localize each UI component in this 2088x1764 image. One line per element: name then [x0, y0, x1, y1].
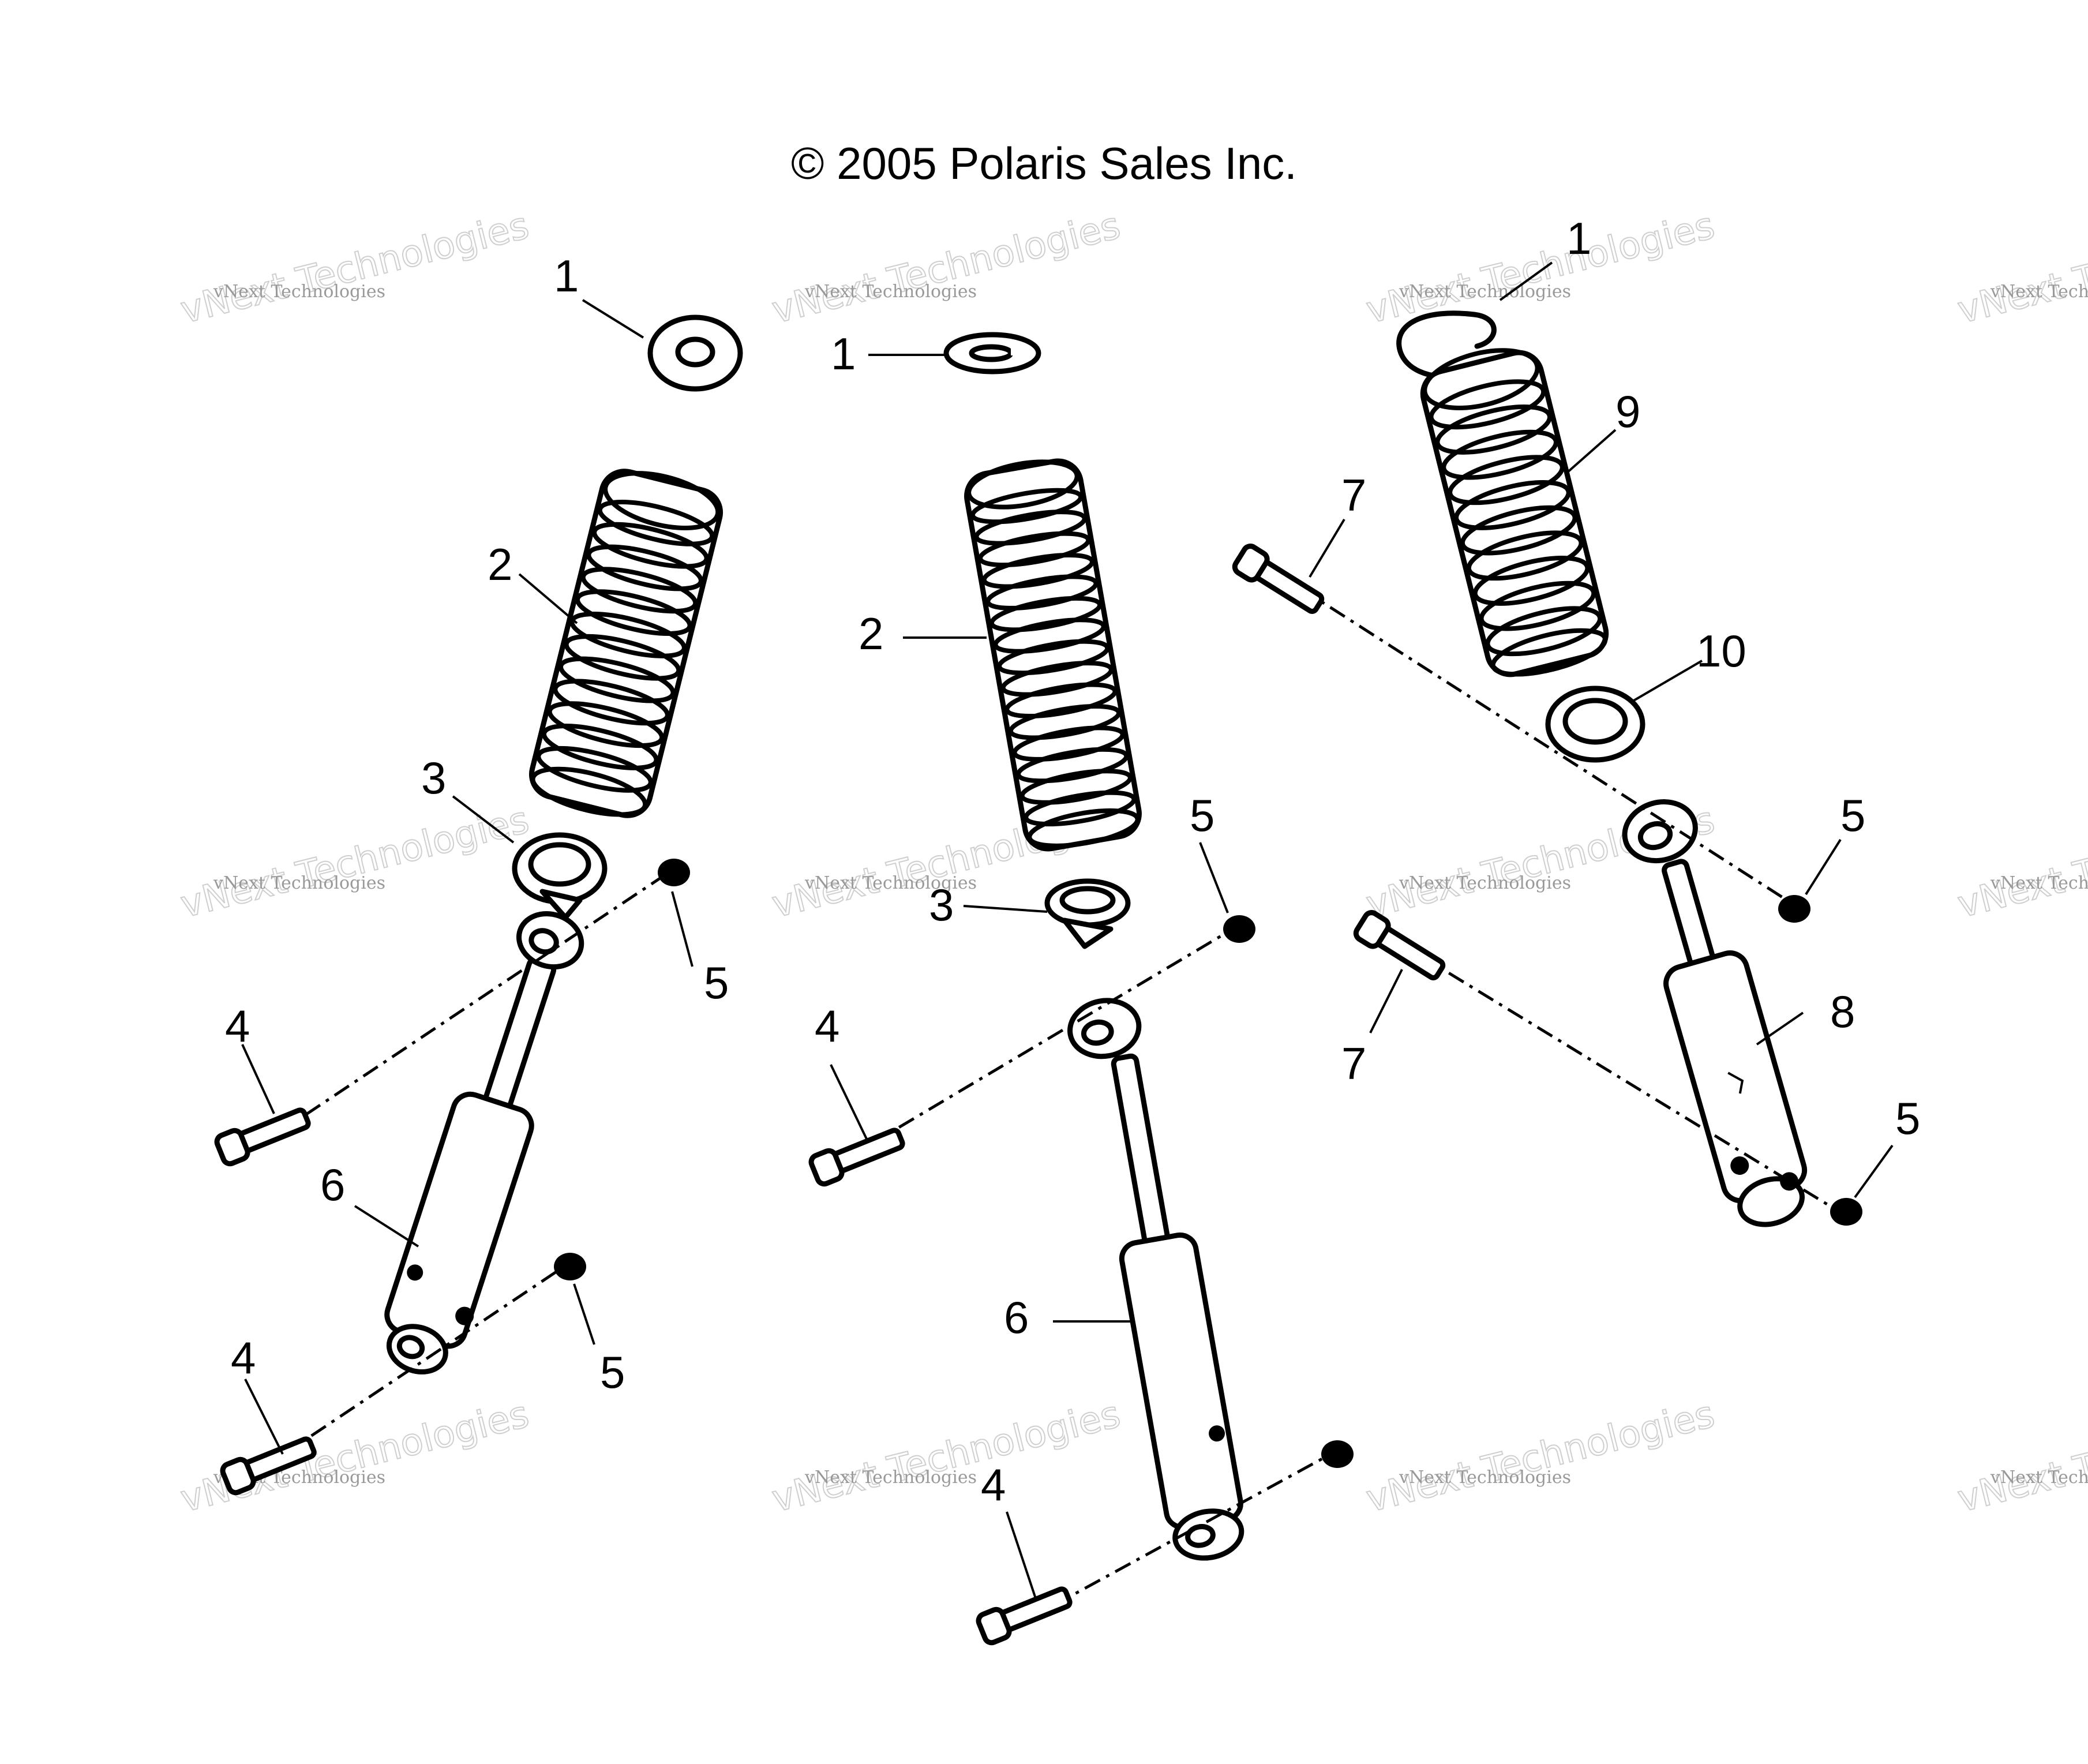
callout-4: 4 [815, 1001, 839, 1051]
callout-9: 9 [1615, 386, 1640, 437]
callout-5: 5 [704, 957, 729, 1008]
callout-1: 1 [554, 250, 579, 301]
watermark-large-text: vNext Technologies [1362, 204, 1719, 332]
watermark-large-text: vNext Technologies [1954, 1393, 2088, 1520]
watermark-small-text: vNext Technologies [804, 873, 977, 893]
bolt-middle-lower [976, 1586, 1073, 1646]
watermark: vNext Technologies [176, 1392, 534, 1521]
callout-10: 10 [1696, 626, 1746, 676]
shock-absorber-middle [1067, 998, 1244, 1561]
watermark-large-text: vNext Technologies [177, 1393, 533, 1520]
watermark: vNext Technologies [1362, 1392, 1719, 1521]
callout-8: 8 [1830, 986, 1855, 1037]
watermark-large-text: vNext Technologies [1954, 799, 2088, 926]
callout-4: 4 [225, 1001, 250, 1051]
callout-6: 6 [1004, 1292, 1029, 1343]
nut-left-upper [658, 859, 690, 886]
spring-seat-middle [1044, 878, 1131, 949]
watermark-small-text: vNext Technologies [1990, 873, 2088, 893]
bolt-right-lower [1353, 910, 1446, 980]
watermark-small-text: vNext Technologies [213, 873, 385, 893]
callout-6: 6 [320, 1159, 345, 1210]
callout-1: 1 [1566, 213, 1591, 264]
alignment-line [253, 1262, 569, 1476]
retainer-clip-middle [943, 332, 1041, 374]
nut-middle-upper [1223, 915, 1255, 943]
watermark-large-text: vNext Technologies [768, 204, 1124, 332]
shock-absorber-left [384, 911, 584, 1375]
nut-right-lower [1830, 1198, 1862, 1226]
bolt-left-upper [214, 1107, 311, 1167]
alignment-line [1300, 587, 1793, 905]
watermark: vNext Technologies [1953, 204, 2088, 332]
watermark-large-text: vNext Technologies [1954, 204, 2088, 332]
shock-assembly-right [1232, 261, 1894, 1227]
alignment-line [276, 868, 673, 1136]
spring-seat-right [1545, 686, 1645, 763]
callout-2: 2 [859, 608, 883, 659]
copyright-notice: © 2005 Polaris Sales Inc. [791, 138, 1297, 189]
watermark-small-text: vNext Technologies [1399, 1467, 1571, 1488]
callout-2: 2 [488, 539, 512, 590]
watermark-small-text: vNext Technologies [1990, 282, 2088, 302]
nut-middle-lower [1321, 1440, 1354, 1468]
alignment-line [838, 926, 1236, 1164]
spring-seat-left [512, 832, 608, 920]
nut-left-lower [554, 1253, 586, 1280]
bolt-left-lower [220, 1436, 317, 1496]
watermark: vNext Technologies [176, 204, 534, 332]
callout-labels: 1 2 3 4 4 5 5 6 1 2 3 4 4 5 6 1 9 7 10 5… [225, 213, 1920, 1510]
retainer-clip-left [647, 314, 743, 392]
watermark: vNext Technologies [1953, 1392, 2088, 1521]
callout-4: 4 [231, 1332, 256, 1383]
shock-absorber-right [1622, 799, 1808, 1227]
callout-7: 7 [1341, 470, 1366, 520]
bolt-middle-upper [808, 1128, 905, 1187]
watermark-small-text: vNext Technologies [1990, 1467, 2088, 1488]
coil-spring-left [528, 469, 724, 818]
watermark-small-text: vNext Technologies [1399, 282, 1571, 302]
shock-assembly-middle [808, 332, 1354, 1646]
shock-assembly-left [214, 299, 743, 1496]
bolt-right-upper [1232, 544, 1325, 614]
coil-spring-middle [964, 458, 1142, 852]
coil-spring-right [1420, 348, 1609, 677]
alignment-line [1023, 1451, 1334, 1623]
callout-4: 4 [981, 1459, 1006, 1510]
watermark-small-text: vNext Technologies [1399, 873, 1571, 893]
watermark-large-text: vNext Technologies [177, 204, 533, 332]
watermark-small-text: vNext Technologies [804, 1467, 977, 1488]
nut-right-upper [1778, 895, 1810, 923]
callout-3: 3 [929, 879, 954, 930]
callout-5: 5 [1840, 790, 1865, 841]
watermark: vNext Technologies [767, 1392, 1125, 1521]
watermark-small-text: vNext Technologies [213, 282, 385, 302]
watermark-small-text: vNext Technologies [804, 282, 977, 302]
callout-1: 1 [831, 328, 856, 379]
callout-5: 5 [1895, 1093, 1920, 1144]
watermark-large-text: vNext Technologies [1362, 1393, 1719, 1520]
callout-5: 5 [1190, 790, 1214, 841]
watermark: vNext Technologies [767, 204, 1125, 332]
callout-3: 3 [421, 752, 446, 803]
callout-5: 5 [600, 1347, 625, 1398]
watermark: vNext Technologies [1362, 204, 1719, 332]
callout-7: 7 [1341, 1038, 1366, 1089]
watermark-large-text: vNext Technologies [768, 1393, 1124, 1520]
watermark: vNext Technologies [1953, 798, 2088, 927]
alignment-line [1418, 953, 1836, 1211]
